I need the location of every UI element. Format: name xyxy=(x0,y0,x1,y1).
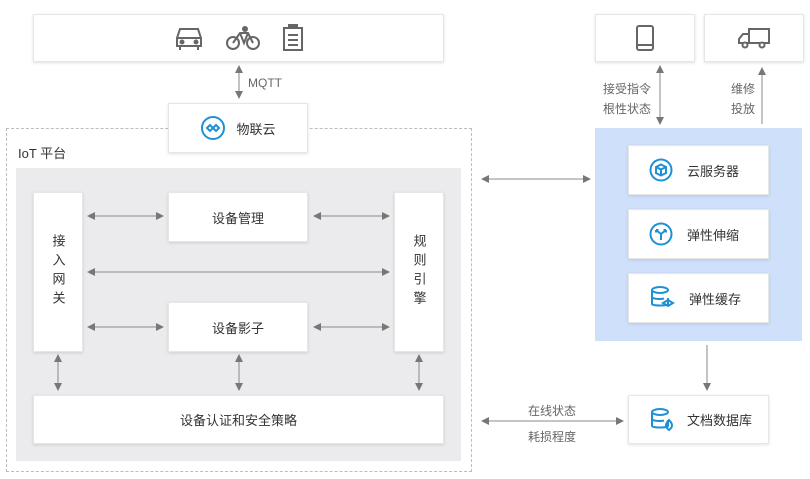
truck-link-line2: 投放 xyxy=(731,102,756,116)
car-icon xyxy=(174,25,204,51)
terminal-link-line1: 接受指令 xyxy=(603,82,652,96)
cloud-connect-label: 物联云 xyxy=(236,121,276,137)
db-link-line1: 在线状态 xyxy=(528,404,577,418)
cloud-server-label: 云服务器 xyxy=(687,163,740,179)
device-management-box: 设备管理 xyxy=(168,192,308,242)
db-link-line2: 耗损程度 xyxy=(528,430,577,444)
elastic-scaling-box: 弹性伸缩 xyxy=(628,209,769,259)
truck-icon xyxy=(737,26,771,50)
device-shadow-label: 设备影子 xyxy=(211,320,264,336)
auth-security-box: 设备认证和安全策略 xyxy=(33,395,444,444)
mqtt-label: MQTT xyxy=(248,76,282,90)
elastic-cache-label: 弹性缓存 xyxy=(689,291,742,307)
rule-engine-label: 规则引擎 xyxy=(411,234,427,310)
cloud-server-box: 云服务器 xyxy=(628,145,769,195)
cloud-connect-box: 物联云 xyxy=(168,103,308,153)
device-shadow-box: 设备影子 xyxy=(168,302,308,352)
truck-box xyxy=(704,14,804,62)
auth-security-label: 设备认证和安全策略 xyxy=(179,413,297,428)
cache-icon xyxy=(649,285,675,311)
truck-link-line1: 维修 xyxy=(731,82,756,96)
scaling-icon xyxy=(649,222,673,246)
access-gateway-box: 接入网关 xyxy=(33,192,83,352)
tablet-icon xyxy=(635,25,655,51)
terminal-box xyxy=(595,14,695,62)
access-gateway-label: 接入网关 xyxy=(50,234,66,310)
link-icon xyxy=(200,115,226,141)
terminal-link-line2: 根性状态 xyxy=(603,102,652,116)
meter-icon xyxy=(282,24,304,52)
rule-engine-box: 规则引擎 xyxy=(394,192,444,352)
bicycle-icon xyxy=(225,25,260,51)
device-management-label: 设备管理 xyxy=(211,210,264,226)
elastic-scaling-label: 弹性伸缩 xyxy=(687,227,740,243)
cube-icon xyxy=(649,158,673,182)
document-db-label: 文档数据库 xyxy=(687,413,753,428)
iot-platform-title: IoT 平台 xyxy=(18,146,67,161)
elastic-cache-box: 弹性缓存 xyxy=(628,273,769,323)
devices-box xyxy=(33,14,444,62)
document-db-box: 文档数据库 xyxy=(628,395,769,444)
database-icon xyxy=(649,407,675,433)
